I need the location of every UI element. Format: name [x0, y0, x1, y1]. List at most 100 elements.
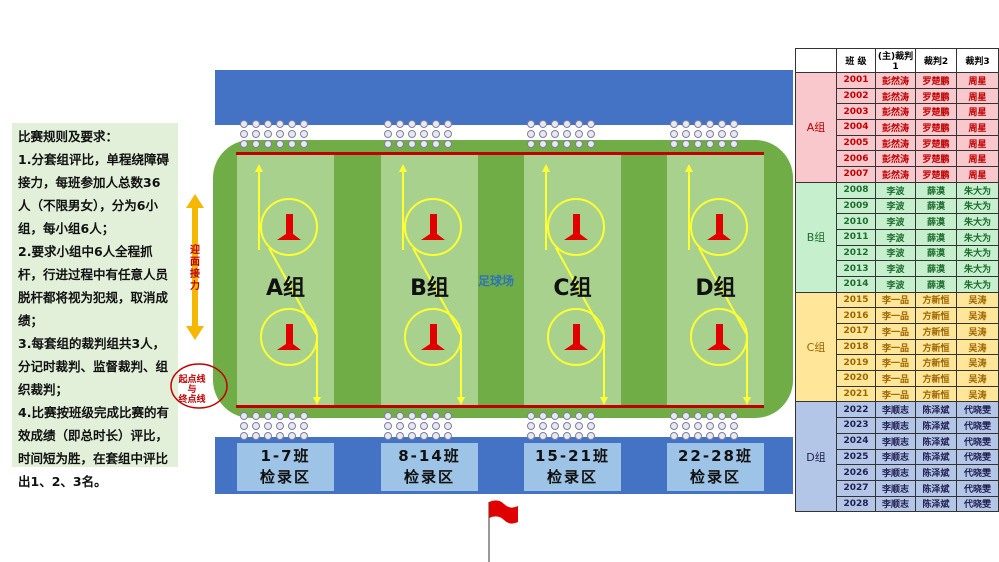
- student-icon: [551, 432, 559, 440]
- judge-cell: 李一品: [875, 370, 916, 387]
- judge-cell: 李波: [875, 260, 916, 277]
- student-icon: [396, 432, 404, 440]
- judge-cell: 代晓雯: [956, 417, 999, 434]
- student-icon: [396, 120, 404, 128]
- student-icon: [408, 130, 416, 138]
- class-cell: 2016: [836, 307, 876, 324]
- student-icon: [240, 140, 248, 148]
- judge-cell: 方新恒: [915, 291, 957, 309]
- relay-path-d: [685, 164, 751, 405]
- student-icon: [264, 432, 272, 440]
- student-icon: [670, 422, 678, 430]
- student-icon: [288, 120, 296, 128]
- rule-item: 4.比赛按班级完成比赛的有效成绩（即总时长）评比，时间短为胜，在套组中评比出1、…: [18, 405, 169, 489]
- student-icon: [432, 120, 440, 128]
- student-icon: [539, 130, 547, 138]
- class-cell: 2022: [836, 401, 876, 419]
- judge-cell: 朱大为: [956, 244, 999, 262]
- class-cell: 2012: [836, 244, 876, 262]
- student-icon: [300, 120, 308, 128]
- judge-cell: 李顺志: [875, 401, 916, 419]
- student-icon: [264, 130, 272, 138]
- judge-cell: 陈泽斌: [915, 495, 957, 513]
- student-icon: [420, 422, 428, 430]
- student-icon: [718, 432, 726, 440]
- student-icon: [527, 120, 535, 128]
- student-icon: [730, 130, 738, 138]
- judge-cell: 罗楚鹏: [915, 103, 957, 121]
- judge-cell: 李一品: [875, 307, 916, 324]
- student-icon: [396, 422, 404, 430]
- student-icon: [384, 120, 392, 128]
- judge-cell: 彭然涛: [875, 103, 916, 121]
- student-icon: [575, 412, 583, 420]
- judge-cell: 陈泽斌: [915, 448, 957, 466]
- judge-cell: 罗楚鹏: [915, 166, 957, 183]
- student-icon: [527, 130, 535, 138]
- judge-cell: 周星: [956, 87, 999, 105]
- student-icon: [551, 412, 559, 420]
- judge-cell: 陈泽斌: [915, 401, 957, 419]
- judge-cell: 彭然涛: [875, 134, 916, 152]
- judge-cell: 彭然涛: [875, 150, 916, 168]
- student-icon: [288, 432, 296, 440]
- class-cell: 2021: [836, 385, 876, 403]
- student-icon: [396, 140, 404, 148]
- student-icon: [539, 422, 547, 430]
- student-icon: [682, 120, 690, 128]
- student-icon: [563, 432, 571, 440]
- student-icon: [730, 140, 738, 148]
- column-header: (主)裁判1: [875, 48, 916, 73]
- class-cell: 2014: [836, 275, 876, 293]
- column-header: 裁判2: [915, 48, 957, 73]
- student-icon: [276, 422, 284, 430]
- student-icon: [288, 422, 296, 430]
- student-icon: [682, 130, 690, 138]
- student-icon: [420, 140, 428, 148]
- relay-path-a: [255, 164, 321, 405]
- checkin-label: 检录区: [689, 468, 741, 486]
- judge-cell: 周星: [956, 150, 999, 168]
- judge-cell: 彭然涛: [875, 166, 916, 183]
- student-icon: [300, 412, 308, 420]
- relay-label: 迎面接力: [190, 245, 200, 292]
- student-icon: [718, 422, 726, 430]
- judge-cell: 罗楚鹏: [915, 72, 957, 89]
- student-icon: [670, 120, 678, 128]
- student-icon: [384, 140, 392, 148]
- column-header: 班 级: [836, 48, 876, 73]
- judge-cell: 方新恒: [915, 323, 957, 340]
- student-icon: [444, 412, 452, 420]
- group-label-d: D组: [695, 276, 736, 301]
- judge-cell: 吴涛: [956, 354, 999, 372]
- field-label: 足球场: [478, 274, 515, 288]
- student-icon: [276, 412, 284, 420]
- cone-icon: [277, 324, 301, 350]
- class-cell: 2004: [836, 119, 876, 136]
- checkin-label: 检录区: [546, 468, 598, 486]
- student-icon: [276, 432, 284, 440]
- class-cell: 2001: [836, 72, 876, 89]
- cone-icon: [421, 214, 445, 240]
- student-icon: [408, 422, 416, 430]
- student-icon: [240, 412, 248, 420]
- student-icon: [240, 130, 248, 138]
- class-cell: 2020: [836, 370, 876, 387]
- checkin-label: 检录区: [259, 468, 311, 486]
- judge-cell: 方新恒: [915, 354, 957, 372]
- checkin-classes: 15-21班: [535, 447, 610, 465]
- student-icon: [396, 412, 404, 420]
- class-cell: 2024: [836, 432, 876, 450]
- checkin-area-a: 1-7班检录区: [237, 443, 334, 491]
- student-icon: [240, 120, 248, 128]
- student-icon: [551, 140, 559, 148]
- cone-icon: [564, 324, 588, 350]
- student-icon: [408, 120, 416, 128]
- student-icon: [264, 412, 272, 420]
